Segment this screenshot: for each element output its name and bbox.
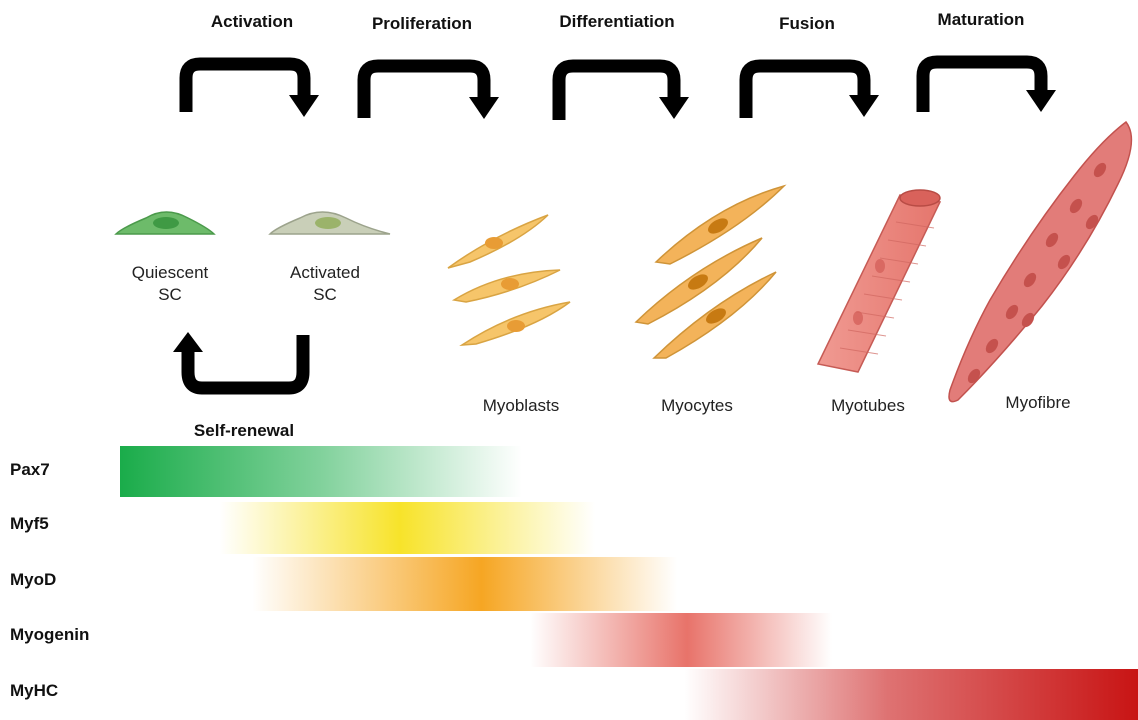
activated-cell	[270, 212, 390, 234]
myoblast-cells	[448, 215, 570, 345]
marker-label-myf5: Myf5	[10, 514, 49, 534]
arrow-maturation	[923, 62, 1056, 112]
arrow-activation	[186, 64, 319, 117]
self-renewal-label: Self-renewal	[164, 421, 324, 441]
marker-label-myod: MyoD	[10, 570, 56, 590]
arrow-proliferation	[364, 66, 499, 119]
marker-label-myhc: MyHC	[10, 681, 58, 701]
cell-label-myocytes: Myocytes	[637, 395, 757, 417]
expression-bar-myhc	[684, 669, 1138, 720]
arrow-fusion	[746, 66, 879, 118]
myofibre	[949, 122, 1131, 402]
quiescent-cell	[116, 212, 214, 234]
marker-label-pax7: Pax7	[10, 460, 50, 480]
arrow-differentiation	[559, 66, 689, 120]
expression-bar-myogenin	[530, 613, 832, 667]
expression-bar-myf5	[220, 502, 595, 554]
myotube	[818, 190, 940, 372]
cell-label-myotubes: Myotubes	[808, 395, 928, 417]
myocyte-cells	[636, 186, 784, 358]
cell-label-myofibre: Myofibre	[978, 392, 1098, 414]
marker-label-myogenin: Myogenin	[10, 625, 89, 645]
expression-bar-myod	[252, 557, 677, 611]
expression-bar-pax7	[120, 446, 522, 497]
arrow-self-renewal	[173, 332, 303, 388]
cell-label-myoblasts: Myoblasts	[461, 395, 581, 417]
